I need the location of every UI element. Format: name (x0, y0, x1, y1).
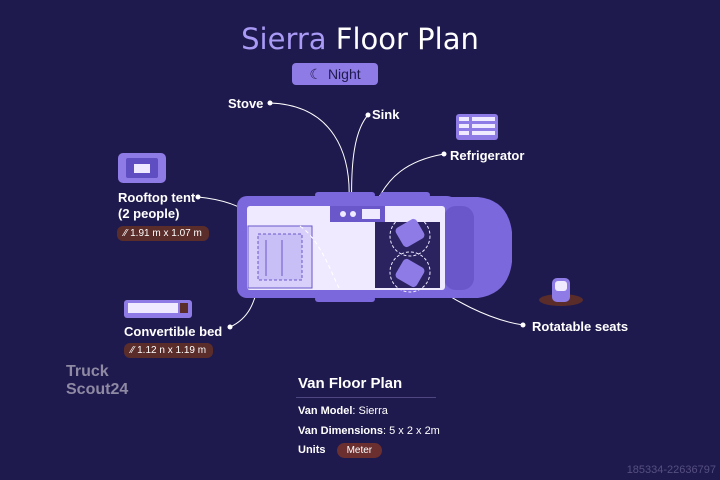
ruler-icon: ⁄⁄ (124, 228, 128, 239)
rooftop-tent-size: 1.91 m x 1.07 m (130, 228, 202, 239)
refrigerator-label: Refrigerator (450, 148, 525, 163)
watermark-line2: Scout24 (66, 381, 129, 398)
night-mode-toggle[interactable]: ☾ Night (292, 63, 378, 85)
units-selector[interactable]: Meter (336, 443, 383, 458)
panel-title: Van Floor Plan (298, 375, 403, 392)
rooftop-tent-size-tag: ⁄⁄ 1.91 m x 1.07 m (117, 226, 209, 241)
stove-label: Stove (228, 96, 264, 111)
leader-dots (195, 100, 526, 330)
van-dimensions-key: Van Dimensions (298, 425, 383, 437)
rooftop-tent-line2: (2 people) (118, 206, 180, 221)
van-interior (247, 206, 445, 293)
units-key: Units (298, 444, 326, 456)
convertible-bed-size: 1.12 n x 1.19 m (137, 345, 207, 356)
image-id: 185334-22636797 (626, 464, 716, 476)
rooftop-tent-label: Rooftop tent (2 people) (118, 190, 195, 222)
convertible-bed-size-tag: ⁄⁄ 1.12 n x 1.19 m (124, 343, 214, 358)
night-mode-label: Night (327, 66, 361, 82)
refrigerator-icon (456, 114, 498, 140)
page-title: Sierra Floor Plan (0, 22, 720, 56)
moon-icon: ☾ (309, 65, 322, 82)
title-accent: Sierra (241, 22, 327, 56)
title-rest: Floor Plan (326, 22, 479, 56)
panel-divider (296, 397, 436, 398)
convertible-bed-icon (124, 300, 192, 318)
sink-label: Sink (372, 107, 400, 122)
rotatable-seat-icon (539, 278, 583, 306)
van-dimensions-row: Van Dimensions: 5 x 2 x 2m (298, 425, 440, 437)
van-model-value: Sierra (358, 405, 388, 417)
watermark-logo: Truck Scout24 (66, 363, 128, 399)
van-dimensions-value: 5 x 2 x 2m (389, 425, 440, 437)
watermark-line1: Truck (66, 363, 109, 380)
units-row: Units Meter (298, 443, 383, 458)
rooftop-tent-line1: Rooftop tent (118, 190, 196, 205)
van-model-key: Van Model (298, 405, 353, 417)
rotatable-seats-label: Rotatable seats (532, 319, 629, 334)
rooftop-tent-icon (118, 153, 166, 183)
van-model-row: Van Model: Sierra (298, 405, 388, 417)
convertible-bed-label: Convertible bed (124, 324, 223, 339)
ruler-icon: ⁄⁄ (131, 345, 135, 356)
